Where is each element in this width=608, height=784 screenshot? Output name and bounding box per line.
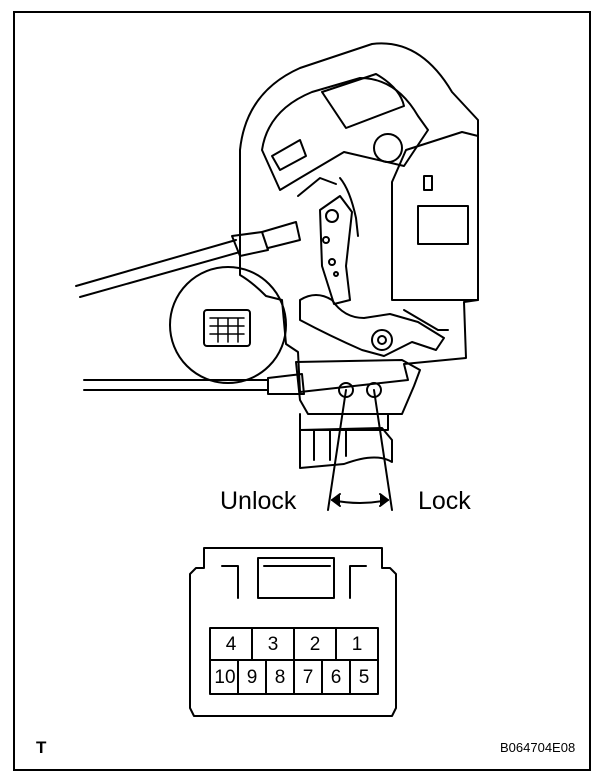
connector-boss (169, 266, 287, 384)
pin-3: 3 (267, 634, 279, 655)
housing-hole (373, 133, 403, 163)
pin-8: 8 (274, 667, 286, 688)
latch-lever (299, 294, 445, 357)
lock-indicator-line (373, 389, 393, 511)
upper-cable (75, 239, 241, 298)
bracket-lug (299, 413, 389, 431)
connector-face-outline (189, 547, 397, 717)
pin-4: 4 (225, 634, 237, 655)
link-rod (297, 177, 337, 197)
unlock-indicator-line (327, 389, 347, 511)
pin-5: 5 (358, 667, 370, 688)
unlock-label: Unlock (220, 487, 297, 515)
figure-code: B064704E08 (500, 740, 576, 755)
connector-socket (203, 309, 251, 347)
lower-cable-end (267, 373, 305, 395)
figure-frame (13, 11, 591, 771)
terminal-grid-lines (209, 627, 379, 695)
connector-left-key (221, 565, 239, 599)
arc-arrow-left (331, 493, 341, 507)
bracket-lower-part (299, 427, 393, 469)
lock-label: Lock (418, 487, 471, 515)
pin-2: 2 (309, 634, 321, 655)
lever-pivot (325, 209, 339, 223)
housing-slot (271, 139, 307, 171)
actuator-block (391, 131, 479, 301)
lever-hole-2 (328, 258, 336, 266)
housing-window (321, 73, 405, 129)
pin-1: 1 (351, 634, 363, 655)
actuator-tab (423, 175, 433, 191)
housing-inner-panel (261, 77, 429, 191)
latch-pivot (371, 329, 393, 351)
connector-latch (257, 557, 335, 599)
corner-mark: T (36, 738, 47, 757)
latch-pivot-inner (377, 335, 387, 345)
pin-10: 10 (214, 667, 236, 688)
pin-6: 6 (330, 667, 342, 688)
lock-screw (366, 382, 382, 398)
latch-slot (403, 309, 449, 331)
connector-right-key (349, 565, 367, 599)
pin-7: 7 (302, 667, 314, 688)
switch-travel-arc (331, 499, 389, 504)
connector-socket-pins (209, 317, 245, 343)
bracket-detail (313, 429, 347, 461)
upper-cable-end (231, 231, 269, 257)
upper-cable-sleeve (261, 221, 301, 249)
lever-spring (339, 177, 359, 237)
pin-9: 9 (246, 667, 258, 688)
lower-cable (83, 379, 269, 391)
arc-arrow-right (379, 493, 389, 507)
actuator-notch (417, 205, 469, 245)
lower-bracket (295, 359, 421, 415)
unlock-screw (338, 382, 354, 398)
lever-hole-3 (333, 271, 339, 277)
lock-lever (319, 195, 353, 305)
lever-hole-1 (322, 236, 330, 244)
lock-housing-outline (239, 42, 479, 393)
